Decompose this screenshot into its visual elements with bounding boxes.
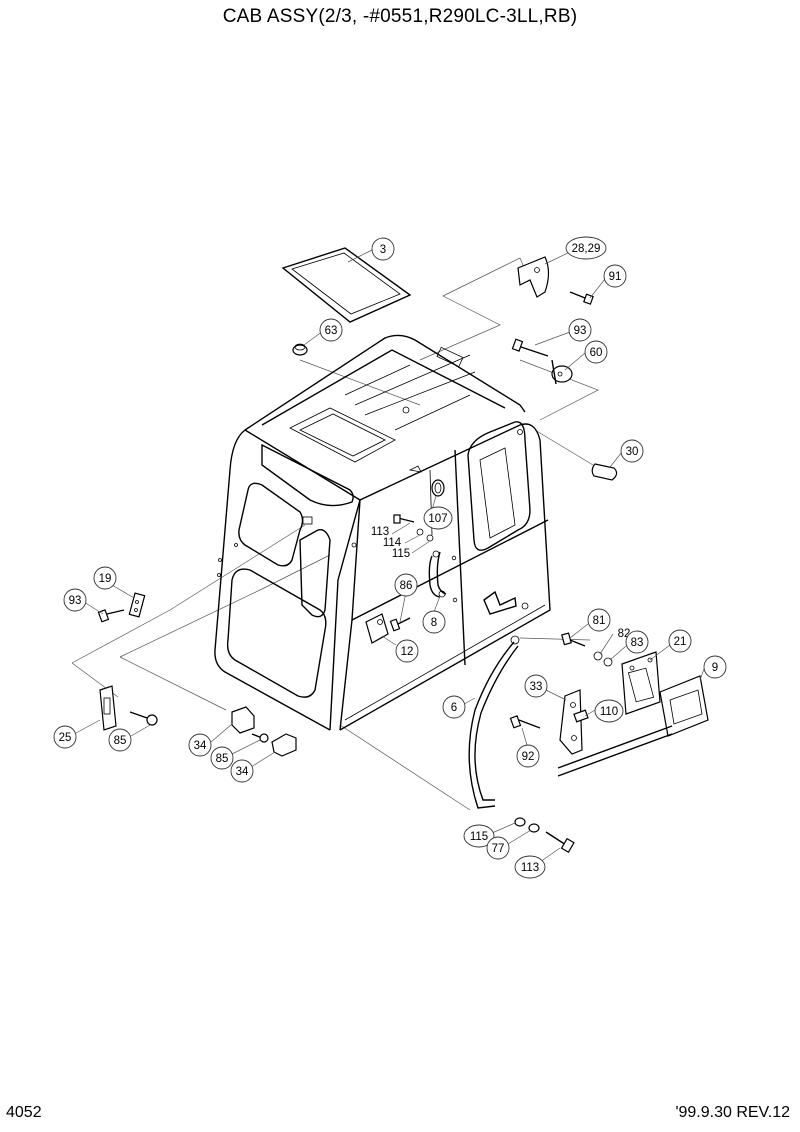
bolt-81-82-83 bbox=[561, 632, 613, 667]
svg-text:83: 83 bbox=[631, 637, 644, 649]
bolt-85-left bbox=[129, 711, 158, 726]
lock-assy-9 bbox=[557, 675, 709, 777]
bolt-86 bbox=[389, 617, 411, 632]
svg-text:107: 107 bbox=[428, 513, 447, 525]
stopper-34-a bbox=[231, 706, 255, 734]
svg-text:21: 21 bbox=[674, 636, 687, 648]
callout-33: 33 bbox=[524, 674, 548, 698]
callout-113-lower: 113 bbox=[514, 855, 546, 879]
washers-115-77 bbox=[514, 817, 540, 833]
grommet-107 bbox=[431, 479, 445, 497]
svg-text:115: 115 bbox=[470, 831, 488, 843]
svg-text:114: 114 bbox=[383, 537, 402, 549]
svg-text:34: 34 bbox=[194, 740, 207, 752]
striker-19 bbox=[128, 592, 146, 618]
pin-110 bbox=[573, 709, 589, 723]
wire-6 bbox=[468, 635, 520, 809]
svg-text:115: 115 bbox=[392, 548, 410, 560]
svg-text:81: 81 bbox=[593, 615, 606, 627]
callout-34-b: 34 bbox=[230, 759, 254, 783]
callout-12: 12 bbox=[395, 639, 419, 663]
stopper-60 bbox=[551, 359, 573, 385]
callout-60: 60 bbox=[584, 340, 608, 364]
callout-8: 8 bbox=[422, 610, 446, 634]
svg-text:30: 30 bbox=[626, 446, 639, 458]
svg-text:92: 92 bbox=[522, 751, 535, 763]
bolt-92 bbox=[509, 715, 541, 729]
striker-25 bbox=[99, 685, 117, 731]
callout-81: 81 bbox=[587, 608, 611, 632]
bolt-85-mid bbox=[251, 733, 269, 743]
callout-6: 6 bbox=[442, 695, 466, 719]
bolt-93-top bbox=[511, 338, 549, 357]
assembly-guide-lines bbox=[71, 257, 599, 811]
svg-text:60: 60 bbox=[590, 347, 603, 359]
callout-110: 110 bbox=[594, 699, 624, 723]
bracket-28-29 bbox=[517, 256, 550, 298]
svg-text:113: 113 bbox=[371, 526, 389, 538]
callout-3: 3 bbox=[371, 237, 395, 261]
svg-text:28,29: 28,29 bbox=[572, 243, 601, 255]
svg-text:12: 12 bbox=[401, 646, 414, 658]
svg-text:34: 34 bbox=[236, 766, 249, 778]
bolt-91 bbox=[569, 291, 594, 305]
bolt-113-114-115 bbox=[393, 514, 434, 542]
svg-text:33: 33 bbox=[530, 681, 543, 693]
svg-text:63: 63 bbox=[325, 325, 338, 337]
roof-window-glass bbox=[281, 247, 412, 323]
lock-21 bbox=[621, 651, 661, 715]
cab-frame bbox=[214, 334, 551, 731]
handle-8 bbox=[428, 550, 447, 598]
svg-text:9: 9 bbox=[712, 662, 718, 674]
svg-text:93: 93 bbox=[69, 595, 82, 607]
cushion-30 bbox=[591, 463, 618, 481]
revision-date: '99.9.30 REV.12 bbox=[675, 1104, 790, 1121]
callout-115-lower: 115 bbox=[463, 824, 495, 848]
callout-leaders bbox=[75, 249, 705, 863]
svg-text:19: 19 bbox=[99, 573, 112, 585]
callout-93-left: 93 bbox=[63, 588, 87, 612]
svg-text:77: 77 bbox=[492, 843, 505, 855]
callout-114: 114 bbox=[383, 537, 402, 549]
callout-107: 107 bbox=[423, 506, 453, 530]
callout-77: 77 bbox=[486, 836, 510, 860]
callout-25: 25 bbox=[53, 725, 77, 749]
page-number: 4052 bbox=[6, 1104, 42, 1121]
bolt-93-left bbox=[97, 609, 125, 623]
svg-text:91: 91 bbox=[609, 271, 622, 283]
callout-92: 92 bbox=[516, 744, 540, 768]
plate-12 bbox=[365, 613, 389, 644]
callout-63: 63 bbox=[319, 318, 343, 342]
callout-85-mid: 85 bbox=[210, 746, 234, 770]
callout-85-left: 85 bbox=[108, 728, 132, 752]
callout-115-upper: 115 bbox=[392, 548, 410, 560]
callout-21: 21 bbox=[668, 629, 692, 653]
callout-93-top: 93 bbox=[568, 318, 592, 342]
callout-34-a: 34 bbox=[188, 733, 212, 757]
page-title: CAB ASSY(2/3, -#0551,R290LC-3LL,RB) bbox=[222, 6, 578, 27]
callout-28-29: 28,29 bbox=[565, 236, 607, 260]
callout-86: 86 bbox=[394, 573, 418, 597]
svg-text:85: 85 bbox=[216, 753, 229, 765]
svg-text:85: 85 bbox=[114, 735, 127, 747]
svg-text:86: 86 bbox=[400, 580, 413, 592]
svg-text:8: 8 bbox=[431, 617, 437, 629]
svg-text:110: 110 bbox=[600, 706, 618, 718]
stopper-34-b bbox=[271, 733, 297, 757]
callout-9: 9 bbox=[703, 655, 727, 679]
callout-19: 19 bbox=[93, 566, 117, 590]
svg-text:93: 93 bbox=[574, 325, 587, 337]
callout-30: 30 bbox=[620, 439, 644, 463]
bolt-113-bottom bbox=[545, 831, 575, 854]
callout-91: 91 bbox=[603, 264, 627, 288]
svg-text:25: 25 bbox=[59, 732, 72, 744]
rubber-cap-63 bbox=[292, 343, 308, 356]
svg-text:6: 6 bbox=[451, 702, 457, 714]
callout-113-upper: 113 bbox=[371, 526, 389, 538]
svg-text:113: 113 bbox=[521, 862, 539, 874]
svg-text:3: 3 bbox=[380, 244, 386, 256]
bracket-33 bbox=[559, 689, 583, 755]
callout-83: 83 bbox=[625, 630, 649, 654]
